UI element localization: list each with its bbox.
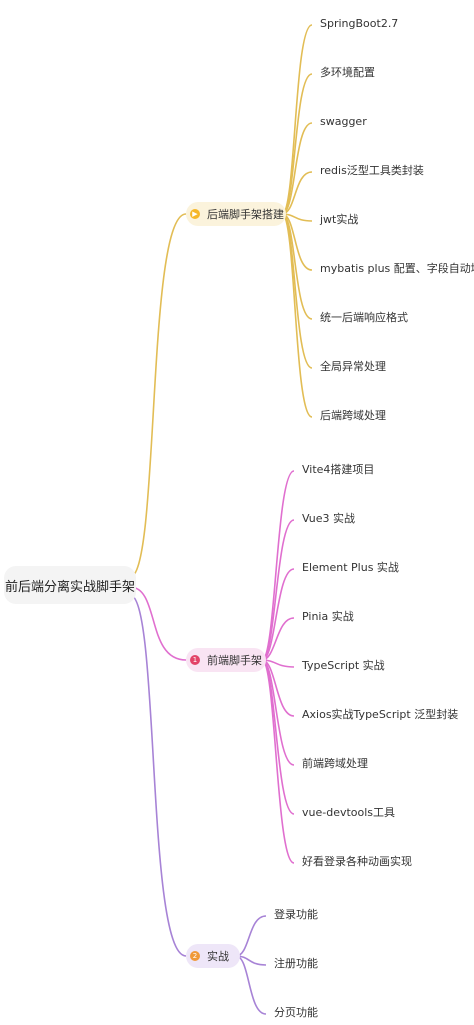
leaf-node[interactable]: TypeScript 实战 bbox=[302, 659, 385, 672]
leaf-node[interactable]: 后端跨域处理 bbox=[320, 409, 386, 422]
leaf-node[interactable]: 分页功能 bbox=[274, 1006, 318, 1019]
leaf-node[interactable]: Vue3 实战 bbox=[302, 512, 356, 525]
root-node[interactable]: 前后端分离实战脚手架 bbox=[4, 566, 136, 604]
branch-leaf-connector bbox=[281, 24, 313, 215]
branch-leaf-connector bbox=[261, 519, 295, 661]
root-branch-connector bbox=[129, 594, 187, 957]
branch-leaf-connector bbox=[261, 470, 295, 661]
leaf-node[interactable]: redis泛型工具类封装 bbox=[320, 164, 424, 177]
leaf-node[interactable]: 统一后端响应格式 bbox=[320, 311, 408, 324]
root-branch-connector bbox=[129, 586, 187, 661]
leaf-node[interactable]: vue-devtools工具 bbox=[302, 806, 396, 819]
branch-leaf-connector bbox=[261, 659, 295, 815]
branch-leaf-connector bbox=[235, 915, 267, 957]
leaf-node[interactable]: 全局异常处理 bbox=[320, 360, 386, 373]
branch-node[interactable]: ▶ 后端脚手架搭建 bbox=[186, 202, 286, 226]
leaf-node[interactable]: mybatis plus 配置、字段自动填充 bbox=[320, 262, 474, 275]
leaf-node[interactable]: jwt实战 bbox=[320, 213, 359, 226]
priority-1-icon: 1 bbox=[190, 655, 200, 665]
root-branch-connector bbox=[129, 213, 187, 578]
priority-2-icon: 2 bbox=[190, 951, 200, 961]
leaf-node[interactable]: swagger bbox=[320, 115, 367, 128]
leaf-node[interactable]: SpringBoot2.7 bbox=[320, 17, 399, 30]
leaf-node[interactable]: 多环境配置 bbox=[320, 66, 375, 79]
leaf-node[interactable]: Pinia 实战 bbox=[302, 610, 354, 623]
leaf-node[interactable]: 好看登录各种动画实现 bbox=[302, 855, 412, 868]
branch-leaf-connector bbox=[281, 213, 313, 418]
branch-node[interactable]: 1 前端脚手架 bbox=[186, 648, 266, 672]
leaf-node[interactable]: 注册功能 bbox=[274, 957, 318, 970]
leaf-node[interactable]: Vite4搭建项目 bbox=[302, 463, 375, 476]
branch-leaf-connector bbox=[281, 73, 313, 215]
branch-node-label: 前端脚手架 bbox=[207, 654, 262, 667]
branch-leaf-connector bbox=[261, 659, 295, 864]
flag-icon: ▶ bbox=[190, 209, 200, 219]
branch-node-label: 后端脚手架搭建 bbox=[207, 208, 284, 221]
leaf-node[interactable]: 登录功能 bbox=[274, 908, 318, 921]
branch-leaf-connector bbox=[261, 568, 295, 661]
leaf-node[interactable]: Axios实战TypeScript 泛型封装 bbox=[302, 708, 459, 721]
leaf-node[interactable]: Element Plus 实战 bbox=[302, 561, 399, 574]
root-node-label: 前后端分离实战脚手架 bbox=[4, 579, 135, 595]
branch-leaf-connector bbox=[281, 122, 313, 215]
branch-node-label: 实战 bbox=[207, 950, 229, 963]
leaf-node[interactable]: 前端跨域处理 bbox=[302, 757, 368, 770]
branch-node[interactable]: 2 实战 bbox=[186, 944, 240, 968]
